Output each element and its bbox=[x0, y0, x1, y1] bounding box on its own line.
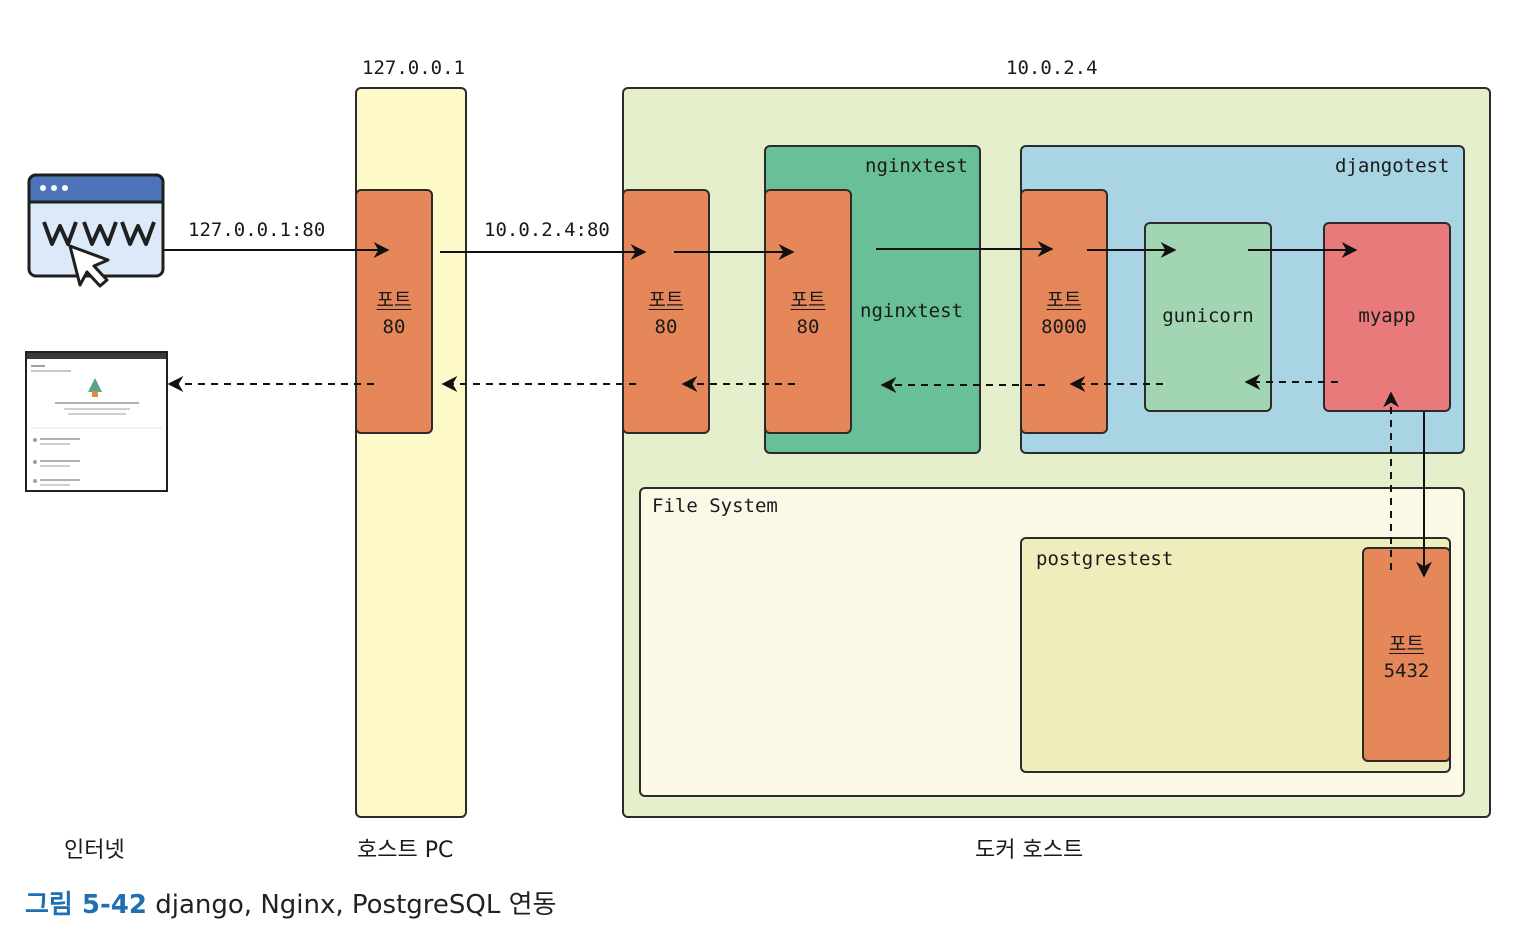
file-system-label: File System bbox=[652, 495, 778, 517]
django-container-title: djangotest bbox=[1335, 155, 1450, 177]
port-number: 80 bbox=[654, 316, 678, 338]
docker-host-port: 포트 80 bbox=[622, 189, 710, 434]
port-word: 포트 bbox=[1046, 289, 1082, 311]
port-number: 8000 bbox=[1041, 316, 1087, 338]
port-word: 포트 bbox=[790, 289, 826, 311]
docker-host-label: 도커 호스트 bbox=[975, 838, 1084, 863]
internet-label: 인터넷 bbox=[64, 838, 125, 863]
figure-caption: 그림 5-42 django, Nginx, PostgreSQL 연동 bbox=[25, 884, 556, 921]
django-port: 포트 8000 bbox=[1020, 189, 1108, 434]
port-word: 포트 bbox=[648, 289, 684, 311]
port-word: 포트 bbox=[376, 289, 412, 311]
myapp-label: myapp bbox=[1358, 305, 1416, 327]
port-number: 80 bbox=[796, 316, 820, 338]
nginx-inner-label: nginxtest bbox=[860, 300, 963, 322]
docker-host-ip-label: 10.0.2.4 bbox=[1006, 57, 1098, 79]
nginx-container-title: nginxtest bbox=[865, 155, 968, 177]
port-word: 포트 bbox=[1389, 633, 1424, 655]
postgres-port: 포트 5432 bbox=[1362, 547, 1451, 762]
host-pc-port: 포트 80 bbox=[355, 189, 433, 434]
browser-to-host-link-label: 127.0.0.1:80 bbox=[188, 219, 326, 241]
port-number: 5432 bbox=[1383, 660, 1430, 682]
figure-title: django, Nginx, PostgreSQL 연동 bbox=[155, 890, 557, 920]
port-number: 80 bbox=[382, 316, 406, 338]
postgres-container-title: postgrestest bbox=[1036, 548, 1174, 570]
figure-number: 그림 5-42 bbox=[25, 890, 147, 920]
host-pc-label: 호스트 PC bbox=[357, 838, 454, 863]
host-to-docker-link-label: 10.0.2.4:80 bbox=[484, 219, 610, 241]
gunicorn-label: gunicorn bbox=[1162, 305, 1254, 327]
nginx-port: 포트 80 bbox=[764, 189, 852, 434]
host-pc-ip-label: 127.0.0.1 bbox=[362, 57, 465, 79]
